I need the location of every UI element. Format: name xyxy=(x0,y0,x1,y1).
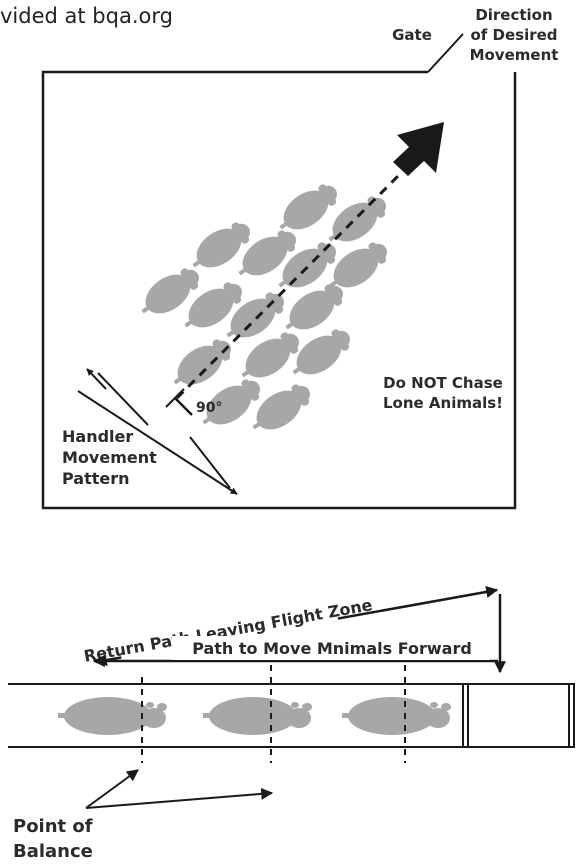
balance-pointer-1 xyxy=(85,769,139,809)
gate-label: Gate xyxy=(392,26,432,44)
chute xyxy=(8,683,575,748)
balance-pointer-2 xyxy=(85,787,274,809)
handler-path-upper xyxy=(97,372,149,426)
warning-label: Do NOT Chase Lone Animals! xyxy=(383,374,503,412)
pen xyxy=(41,33,517,510)
animal xyxy=(203,697,312,735)
direction-label-line-3: Movement xyxy=(470,46,559,64)
handler-label-line-2: Movement xyxy=(62,448,157,467)
balance-label-line-1: Point of xyxy=(13,816,93,837)
handler-arrow-forward xyxy=(77,390,238,495)
direction-label-line-1: Direction xyxy=(475,6,552,24)
warning-label-line-2: Lone Animals! xyxy=(383,394,503,412)
balance-label-line-2: Balance xyxy=(13,841,93,862)
forward-path-label: Path to Move Mnimals Forward xyxy=(192,639,472,658)
pen-fence xyxy=(41,70,517,510)
handler-path-lower xyxy=(189,436,231,489)
angle-label: 90° xyxy=(196,400,222,416)
movement-direction-arrow xyxy=(393,122,444,176)
handler-label: Handler Movement Pattern xyxy=(62,427,157,488)
animal xyxy=(165,331,239,396)
handler-label-line-3: Pattern xyxy=(62,469,130,488)
balance-label: Point of Balance xyxy=(13,816,93,862)
gate-line xyxy=(427,33,464,73)
source-caption: vided at bqa.org xyxy=(0,4,173,28)
direction-label: Direction of Desired Movement xyxy=(470,6,559,64)
animal xyxy=(342,697,451,735)
direction-label-line-2: of Desired xyxy=(470,26,557,44)
chute-animals xyxy=(58,697,451,735)
movement-dashed-line xyxy=(175,170,404,400)
angle-marker-line xyxy=(174,397,193,416)
return-path-label-bg xyxy=(114,579,342,679)
handler-label-line-1: Handler xyxy=(62,427,133,446)
forward-path-label-bg xyxy=(172,636,490,660)
warning-label-line-1: Do NOT Chase xyxy=(383,374,503,392)
animal xyxy=(58,697,167,735)
animal xyxy=(284,321,358,386)
angle-marker-tick xyxy=(165,388,185,408)
handler-arrow-back xyxy=(86,368,107,390)
